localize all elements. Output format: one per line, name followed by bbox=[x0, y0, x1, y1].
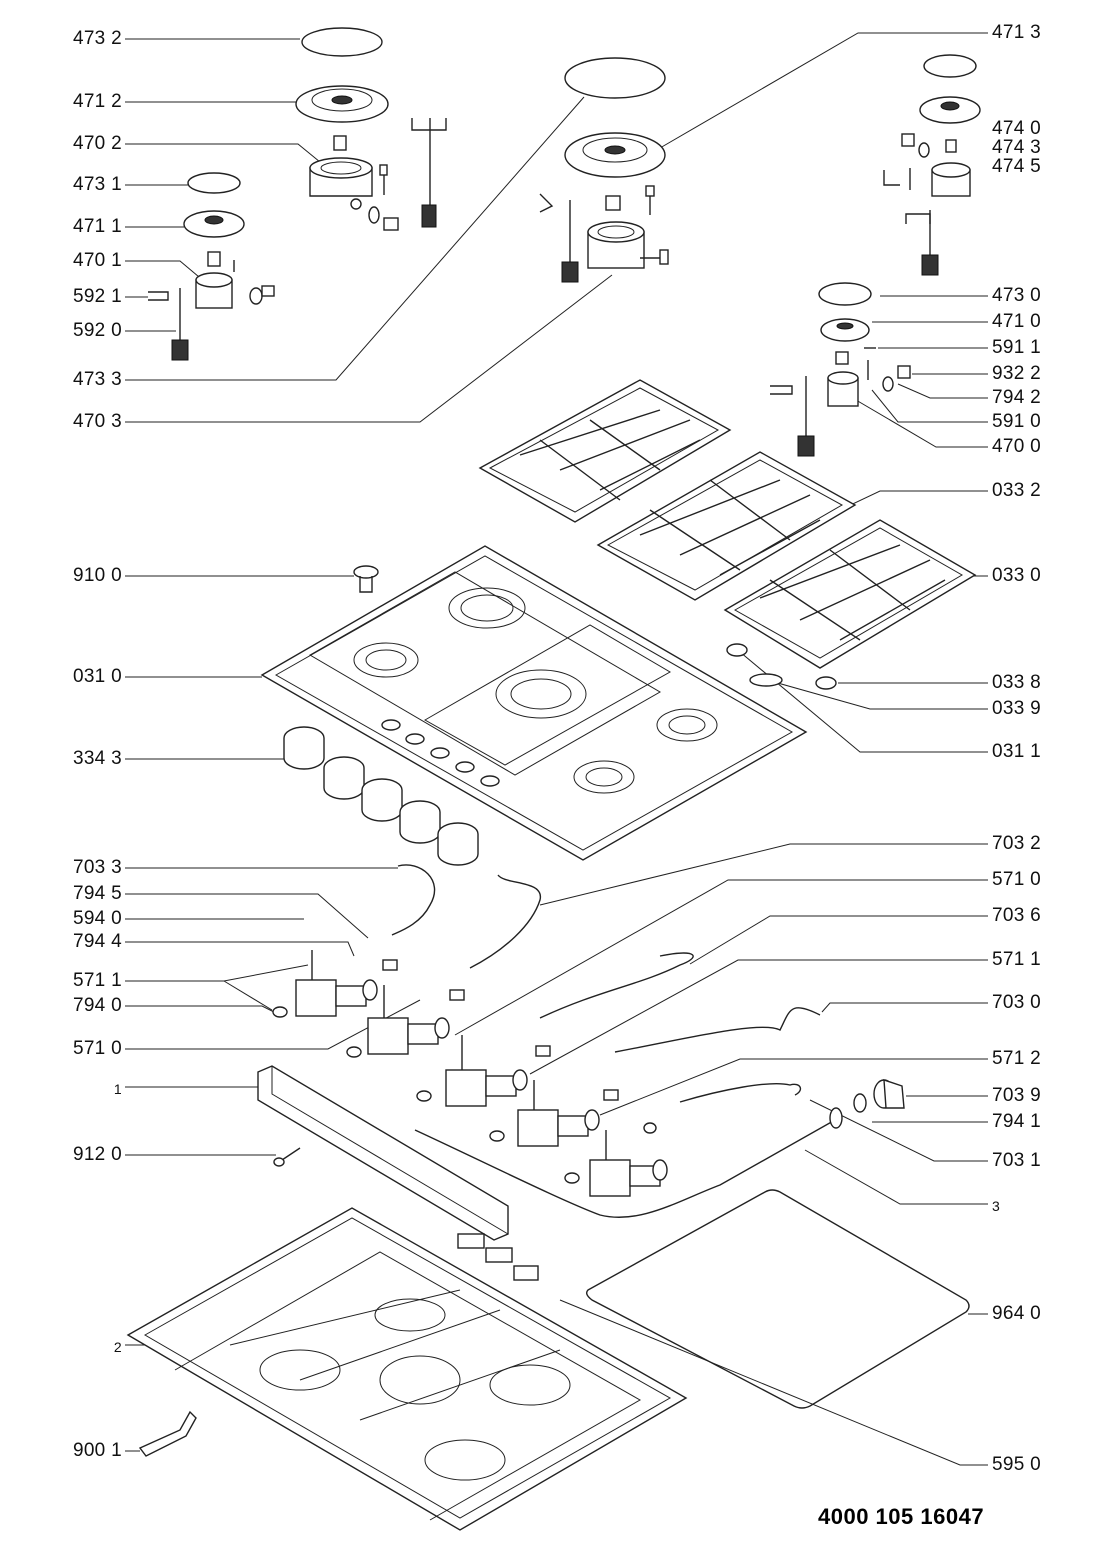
callout-label: 794 2 bbox=[992, 387, 1042, 408]
front-rail-1 bbox=[257, 1065, 509, 1241]
document-number: 4000 105 16047 bbox=[818, 1504, 985, 1529]
burner-body-470-0 bbox=[827, 347, 911, 407]
callout-label: 571 1 bbox=[992, 949, 1042, 970]
thermocouple-right-top bbox=[883, 168, 939, 276]
burner-body-474-5 bbox=[901, 133, 971, 197]
callout-label: 473 1 bbox=[72, 174, 122, 195]
elbow-703-9 bbox=[853, 1079, 905, 1113]
callout-label: 474 5 bbox=[992, 156, 1042, 177]
clip-900-1 bbox=[138, 1410, 197, 1457]
callout-label: 473 0 bbox=[992, 285, 1042, 306]
callout-label: 703 0 bbox=[992, 992, 1042, 1013]
callout-label: 794 4 bbox=[72, 931, 122, 952]
callout-label: 592 1 bbox=[72, 286, 122, 307]
callout-label: 471 1 bbox=[72, 216, 122, 237]
burner-head-471-0 bbox=[820, 318, 870, 342]
callout-label: 794 0 bbox=[72, 995, 122, 1016]
callout-label: 703 1 bbox=[992, 1150, 1042, 1171]
cooktop-031-0 bbox=[260, 545, 808, 861]
callout-label: 571 1 bbox=[72, 970, 122, 991]
valve-3 bbox=[416, 1035, 551, 1107]
callout-label: 471 0 bbox=[992, 311, 1042, 332]
thermocouple-top-left bbox=[368, 118, 447, 231]
callout-label: 031 1 bbox=[992, 741, 1042, 762]
burner-head-471-1 bbox=[183, 210, 245, 238]
callout-label: 964 0 bbox=[992, 1303, 1042, 1324]
burner-head-471-2 bbox=[295, 85, 389, 123]
callout-label: 473 3 bbox=[72, 369, 122, 390]
callout-label: 571 0 bbox=[992, 869, 1042, 890]
pan-support-033-2 bbox=[478, 379, 732, 523]
callout-label: 591 1 bbox=[992, 337, 1042, 358]
screw-912-0 bbox=[273, 1147, 301, 1167]
valve-4 bbox=[489, 1080, 619, 1147]
callout-label: 471 2 bbox=[72, 91, 122, 112]
callout-label: 595 0 bbox=[992, 1454, 1042, 1475]
callout-label: 900 1 bbox=[72, 1440, 122, 1461]
callout-label: 470 1 bbox=[72, 250, 122, 271]
callout-label: 703 3 bbox=[72, 857, 122, 878]
seals-033-8-033-9 bbox=[726, 643, 837, 690]
callout-label: 794 1 bbox=[992, 1111, 1042, 1132]
burner-cap-right-top bbox=[923, 54, 977, 78]
burner-head-474-0 bbox=[919, 96, 981, 124]
pan-support-033-2b bbox=[596, 451, 857, 601]
callout-label: 703 9 bbox=[992, 1085, 1042, 1106]
callout-label: 470 0 bbox=[992, 436, 1042, 457]
callout-label: 033 9 bbox=[992, 698, 1042, 719]
callout-label: 473 2 bbox=[72, 28, 122, 49]
callout-label: 1 bbox=[113, 1081, 122, 1097]
terminal-block-595-0 bbox=[457, 1233, 539, 1281]
screw-910-0 bbox=[353, 565, 379, 593]
gas-valves bbox=[272, 950, 668, 1197]
callout-label: 571 0 bbox=[72, 1038, 122, 1059]
callout-label: 033 8 bbox=[992, 672, 1042, 693]
burner-head-471-3 bbox=[564, 132, 666, 178]
leader-lines-right bbox=[454, 32, 988, 1466]
burner-cap-473-3 bbox=[564, 57, 666, 99]
callout-label: 591 0 bbox=[992, 411, 1042, 432]
valve-2 bbox=[346, 985, 465, 1058]
pan-support-033-0 bbox=[723, 519, 977, 669]
callout-label: 703 2 bbox=[992, 833, 1042, 854]
callout-label: 2 bbox=[113, 1339, 122, 1355]
callout-label: 594 0 bbox=[72, 908, 122, 929]
gas-pipes bbox=[391, 864, 843, 1218]
burner-cap-473-0 bbox=[818, 282, 872, 306]
callout-label: 470 3 bbox=[72, 411, 122, 432]
callout-label: 470 2 bbox=[72, 133, 122, 154]
callout-label: 474 3 bbox=[992, 137, 1042, 158]
callout-label: 592 0 bbox=[72, 320, 122, 341]
callout-label: 571 2 bbox=[992, 1048, 1042, 1069]
callout-label: 910 0 bbox=[72, 565, 122, 586]
callout-label: 033 0 bbox=[992, 565, 1042, 586]
burner-body-470-2 bbox=[309, 135, 373, 210]
callout-label: 794 5 bbox=[72, 883, 122, 904]
callout-label: 932 2 bbox=[992, 363, 1042, 384]
burner-cap-473-1 bbox=[187, 172, 241, 194]
callout-label: 334 3 bbox=[72, 748, 122, 769]
callout-label: 474 0 bbox=[992, 118, 1042, 139]
burner-body-470-1 bbox=[195, 251, 275, 309]
valve-1 bbox=[272, 950, 398, 1018]
callout-label: 471 3 bbox=[992, 22, 1042, 43]
callout-label: 912 0 bbox=[72, 1144, 122, 1165]
burner-cap-473-2 bbox=[301, 27, 383, 57]
thermocouple-592-0 bbox=[148, 288, 189, 361]
callout-label: 3 bbox=[992, 1198, 1001, 1214]
base-tray-2 bbox=[126, 1207, 688, 1531]
burner-body-470-3 bbox=[587, 195, 669, 269]
callout-label: 703 6 bbox=[992, 905, 1042, 926]
thermocouple-right-lower bbox=[770, 376, 815, 457]
gasket-964-0 bbox=[585, 1189, 970, 1409]
callout-label: 031 0 bbox=[72, 666, 122, 687]
thermocouple-center bbox=[539, 185, 655, 283]
knobs-334-3 bbox=[283, 726, 479, 866]
leader-lines-left bbox=[125, 38, 613, 1452]
callout-label: 033 2 bbox=[992, 480, 1042, 501]
valve-5 bbox=[564, 1122, 668, 1197]
